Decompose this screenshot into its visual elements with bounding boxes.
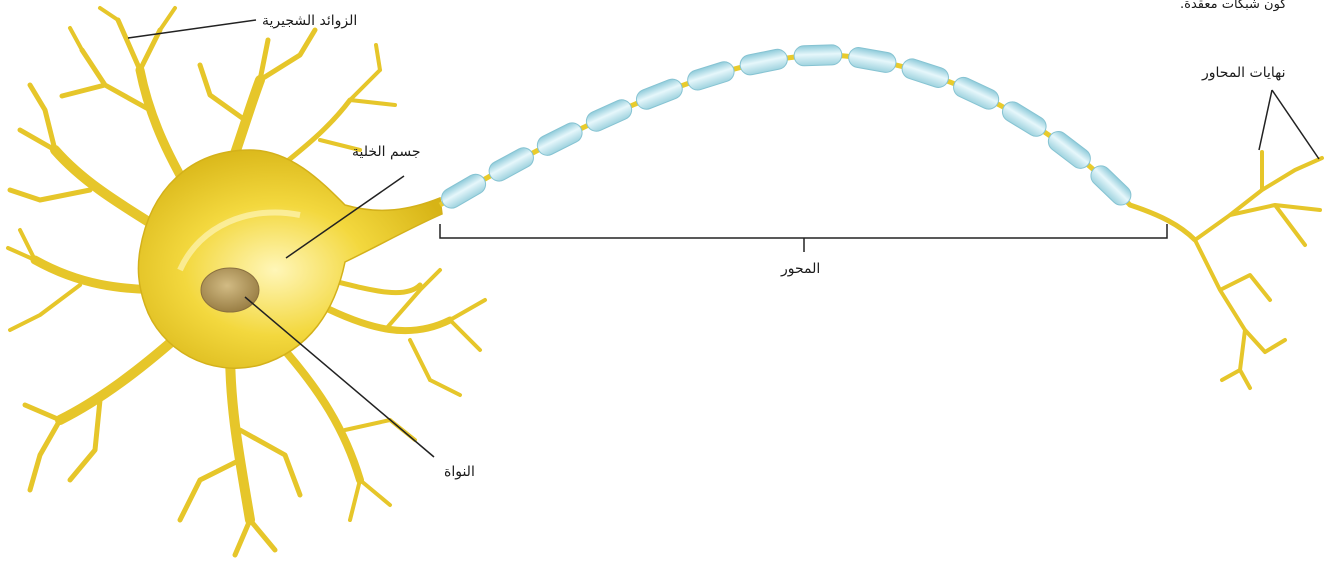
dendrites-label: الزوائد الشجيرية — [262, 14, 357, 28]
myelin-segment — [950, 74, 1002, 112]
myelin-segment — [634, 76, 686, 112]
myelin-segment — [847, 46, 897, 74]
myelin-sheath — [438, 45, 1135, 212]
myelin-segment — [1087, 162, 1135, 209]
myelin-segment — [900, 56, 952, 90]
nucleus — [201, 268, 259, 312]
axon-terminals — [1130, 152, 1322, 388]
myelin-segment — [534, 119, 586, 158]
myelin-segment — [685, 59, 736, 92]
myelin-segment — [1044, 128, 1094, 173]
nucleus-label: النواة — [444, 465, 475, 479]
myelin-segment — [583, 97, 635, 135]
myelin-segment — [486, 144, 537, 184]
myelin-segment — [794, 45, 842, 67]
axon-terminals-label: نهايات المحاور — [1202, 66, 1285, 80]
myelin-segment — [738, 48, 789, 77]
axon-label: المحور — [781, 262, 820, 276]
myelin-segment — [999, 98, 1050, 140]
myelin-segment — [438, 171, 489, 212]
cell-body-label: جسم الخلية — [352, 145, 420, 159]
caption-fragment: كون شبكات معقدة. — [1180, 0, 1287, 11]
